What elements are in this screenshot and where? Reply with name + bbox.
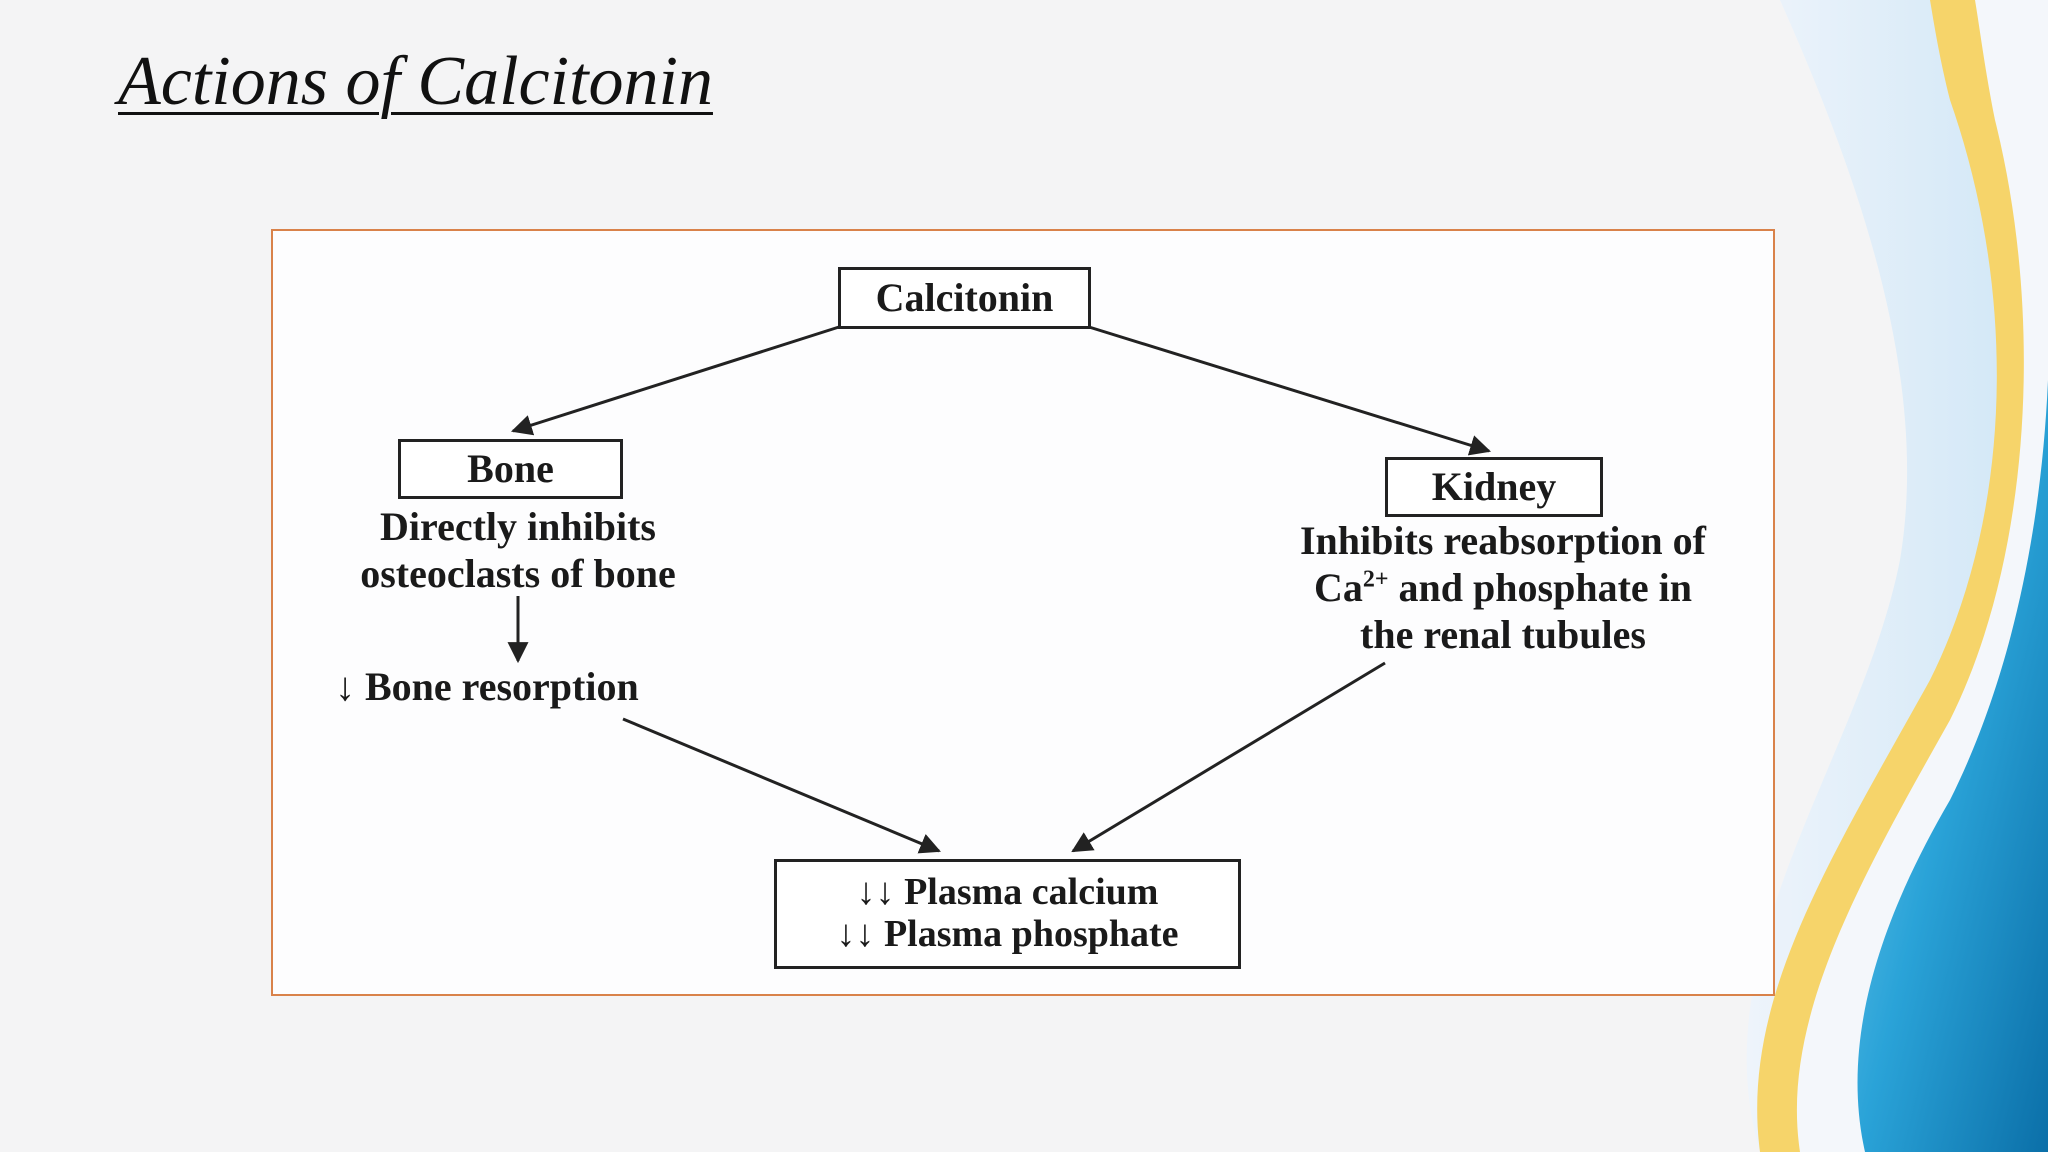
arrow-calcitonin-to-bone bbox=[510, 325, 840, 436]
arrow-kidney-to-result bbox=[1071, 661, 1386, 853]
diagram-figure: Calcitonin Bone Directly inhibits osteoc… bbox=[271, 229, 1775, 996]
plasma-phosphate-text: ↓↓ Plasma phosphate bbox=[836, 913, 1179, 955]
calcium-charge-superscript: 2+ bbox=[1362, 566, 1389, 593]
kidney-description-line2: Ca2+ and phosphate in bbox=[1313, 565, 1693, 610]
kidney-box: Kidney bbox=[1385, 457, 1603, 517]
kidney-description-line3: the renal tubules bbox=[1360, 612, 1646, 657]
arrow-calcitonin-to-kidney bbox=[1088, 325, 1492, 456]
bone-box: Bone bbox=[398, 439, 623, 499]
kidney-description: Inhibits reabsorption of Ca2+ and phosph… bbox=[1243, 517, 1763, 658]
slide-title: Actions of Calcitonin bbox=[118, 43, 713, 120]
bone-resorption-effect: ↓ Bone resorption bbox=[335, 663, 639, 710]
bone-description-line2: osteoclasts of bone bbox=[360, 551, 676, 596]
kidney-description-line1: Inhibits reabsorption of bbox=[1299, 518, 1706, 563]
bone-description-line1: Directly inhibits bbox=[380, 504, 656, 549]
calcitonin-box: Calcitonin bbox=[838, 267, 1091, 329]
background-wave-blue bbox=[1857, 380, 2048, 1152]
diagram-arrows bbox=[507, 325, 1492, 854]
down-arrow-icon: ↓ bbox=[335, 664, 355, 709]
bone-resorption-text: Bone resorption bbox=[365, 664, 639, 709]
plasma-calcium-text: ↓↓ Plasma calcium bbox=[856, 871, 1159, 914]
bone-description: Directly inhibits osteoclasts of bone bbox=[273, 503, 763, 597]
arrow-resorption-to-result bbox=[622, 717, 941, 854]
plasma-result-box: ↓↓ Plasma calcium ↓↓ Plasma phosphate bbox=[774, 859, 1241, 969]
